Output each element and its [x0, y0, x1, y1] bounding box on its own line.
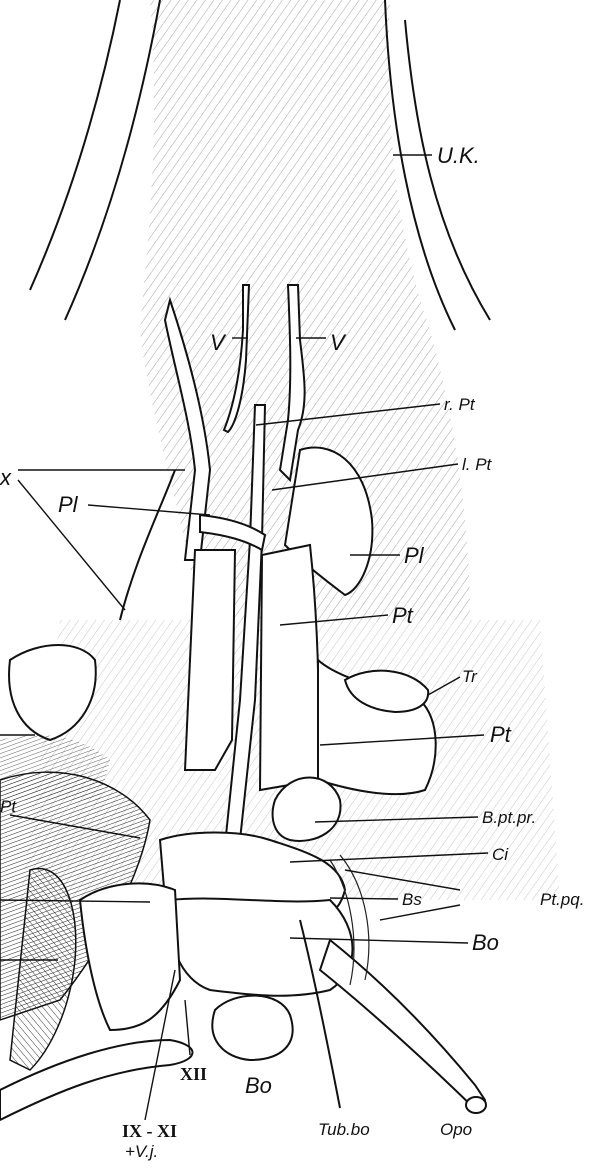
opisthotic-rod — [320, 940, 485, 1112]
label-x: x — [0, 465, 12, 490]
leader-bs — [330, 898, 398, 899]
label-pt-right: Pt — [490, 722, 512, 747]
label-ci: Ci — [492, 845, 509, 864]
label-bs: Bs — [402, 890, 422, 909]
basioccipital-lobe — [212, 996, 292, 1060]
label-pt-left-partial: Pt — [0, 797, 17, 816]
label-l-pt: l. Pt — [462, 455, 493, 474]
label-r-pt: r. Pt — [444, 395, 476, 414]
label-pt-pq: Pt.pq. — [540, 890, 584, 909]
label-xii: XII — [180, 1064, 207, 1084]
label-ix-xi: IX - XI — [122, 1121, 177, 1141]
label-opo: Opo — [440, 1120, 472, 1139]
pterygoid-right — [260, 545, 319, 790]
label-pl-right: Pl — [404, 543, 425, 568]
basioccipital — [169, 899, 352, 996]
label-bo-bottom: Bo — [245, 1073, 272, 1098]
label-v-right: V — [330, 330, 347, 355]
uk-outline-right-outer — [405, 20, 490, 320]
label-pl-left: Pl — [58, 492, 79, 517]
label-uk: U.K. — [437, 143, 480, 168]
label-bo-right: Bo — [472, 930, 499, 955]
label-v-left: V — [210, 330, 227, 355]
left-cranial-plate — [80, 883, 180, 1030]
opisthotic-end — [466, 1097, 486, 1113]
uk-outline-left-outer — [30, 0, 120, 290]
label-tub-bo: Tub.bo — [318, 1120, 370, 1139]
label-tr: Tr — [462, 667, 478, 686]
label-v-j: +V.j. — [125, 1142, 158, 1161]
x-structure — [120, 470, 175, 620]
label-b-pt-pr: B.pt.pr. — [482, 808, 536, 827]
pterygoid-left — [185, 550, 235, 770]
label-pt-mid: Pt — [392, 603, 414, 628]
